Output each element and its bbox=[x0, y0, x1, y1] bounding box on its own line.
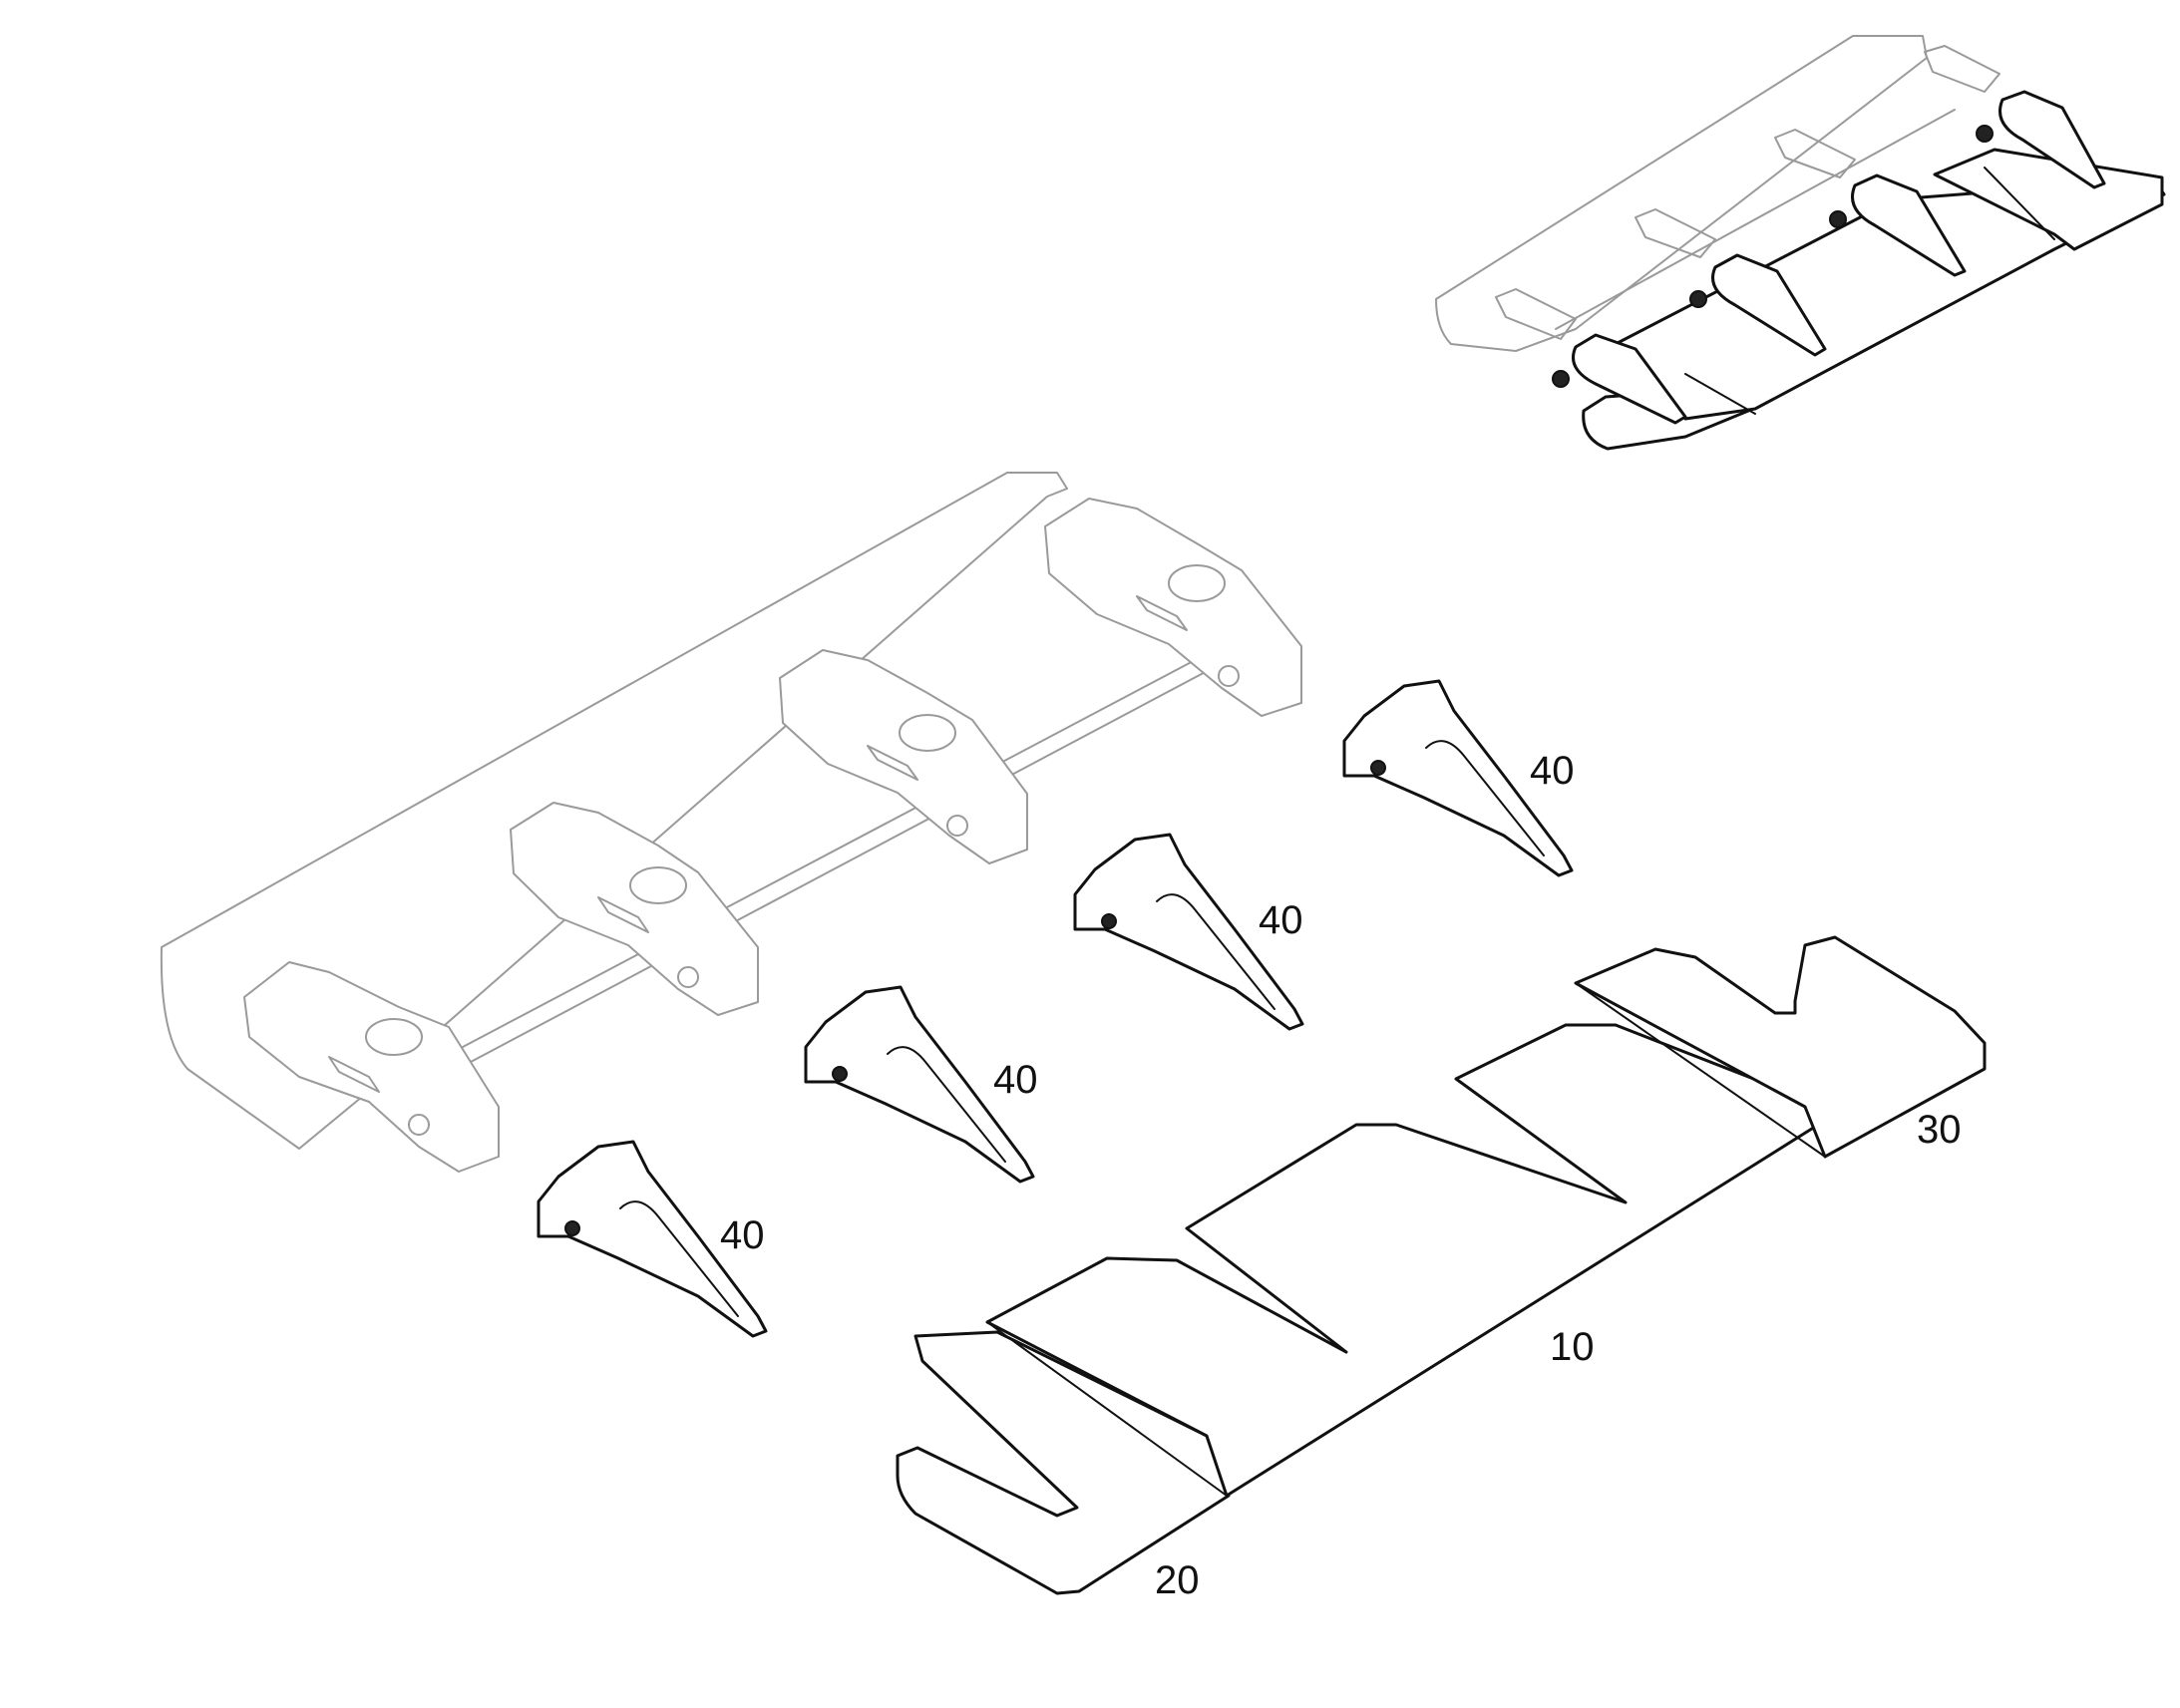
right-end-edge-part bbox=[1574, 935, 1987, 1159]
callout-right-end-edge: 30 bbox=[1917, 1108, 1962, 1152]
bucket-crossbar-lower bbox=[438, 649, 1248, 1080]
adapter-3 bbox=[779, 649, 1028, 864]
bucket-crossbar bbox=[428, 637, 1238, 1066]
tooth-part-3 bbox=[1073, 833, 1304, 1031]
center-cutting-edge-part bbox=[985, 1023, 1817, 1498]
adapter-2 bbox=[510, 802, 759, 1016]
inset-bucket-crossbar bbox=[1555, 109, 1956, 330]
seam-right bbox=[1575, 982, 1826, 1158]
tooth-part-1 bbox=[537, 1140, 768, 1338]
bucket-body-outline bbox=[160, 472, 1068, 1150]
inset-tooth-1 bbox=[1552, 333, 1687, 425]
seam-left bbox=[986, 1321, 1228, 1497]
inset-tooth-2 bbox=[1689, 253, 1827, 357]
callout-center-edge: 10 bbox=[1550, 1325, 1595, 1369]
inset-bucket-outline bbox=[1435, 35, 1928, 352]
adapter-1 bbox=[243, 961, 500, 1173]
tooth-part-4 bbox=[1342, 679, 1574, 877]
inset-adapter-3 bbox=[1774, 129, 1856, 178]
inset-tooth-4 bbox=[1976, 90, 2106, 189]
callout-tooth-3: 40 bbox=[1259, 898, 1303, 942]
tooth-part-2 bbox=[804, 985, 1035, 1184]
callout-left-end-edge: 20 bbox=[1155, 1558, 1200, 1602]
adapter-4 bbox=[1044, 498, 1302, 717]
left-end-edge-part bbox=[896, 1330, 1231, 1595]
assembly-reference-inset bbox=[1435, 35, 2166, 451]
callout-tooth-4: 40 bbox=[1530, 749, 1575, 793]
inset-seam-2 bbox=[1984, 167, 2055, 240]
inset-adapter-4 bbox=[1924, 45, 2000, 93]
inset-adapter-1 bbox=[1495, 288, 1577, 340]
inset-tooth-3 bbox=[1829, 173, 1967, 277]
inset-adapter-2 bbox=[1635, 208, 1716, 258]
bucket-ghost-assembly bbox=[160, 472, 1302, 1173]
inset-seam-1 bbox=[1684, 373, 1756, 415]
callout-tooth-1: 40 bbox=[720, 1213, 765, 1257]
callout-tooth-2: 40 bbox=[993, 1058, 1038, 1102]
